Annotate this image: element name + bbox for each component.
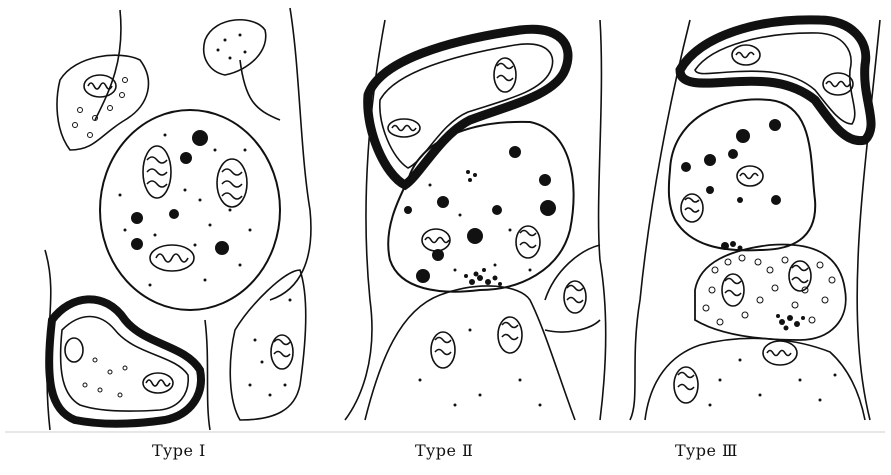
small-vesicles — [83, 358, 127, 397]
cristae — [425, 238, 449, 243]
cristae — [435, 338, 451, 355]
cristae — [567, 286, 583, 303]
panel-type-1 — [45, 8, 311, 430]
cristae — [725, 279, 741, 296]
dendrite-profile — [645, 338, 865, 420]
synaptic-density — [464, 268, 502, 286]
cristae — [502, 323, 518, 340]
vesicle-bouton — [695, 245, 846, 340]
mitochondrion — [674, 367, 698, 403]
small-vesicles — [249, 299, 292, 397]
synaptic-density — [776, 314, 805, 331]
bouton-profile — [204, 20, 266, 75]
mitochondrion — [763, 341, 797, 365]
cristae — [685, 198, 699, 212]
cristae — [767, 351, 791, 356]
mitochondrion — [498, 317, 522, 353]
myelin-sheath — [368, 29, 568, 185]
mitochondrion — [271, 335, 293, 369]
mitochondrion — [681, 194, 703, 222]
cristae — [497, 64, 513, 81]
mitochondrion — [516, 226, 540, 258]
central-profile — [669, 99, 815, 250]
dense-vesicles — [681, 119, 781, 205]
mitochondrion — [789, 261, 811, 291]
cristae — [146, 380, 170, 386]
mitochondrion — [722, 274, 744, 306]
cristae — [392, 126, 416, 131]
cristae — [88, 83, 112, 89]
bouton-profile — [545, 245, 600, 332]
panel-type-2 — [345, 20, 606, 420]
mitochondrion — [65, 338, 83, 362]
cristae — [274, 340, 290, 357]
caption-type-1: Type Ⅰ — [152, 441, 206, 460]
cristae — [792, 266, 808, 283]
small-vesicles — [419, 329, 542, 407]
central-profile — [100, 110, 280, 310]
cristae — [826, 82, 850, 87]
mitochondrion — [494, 58, 516, 92]
cristae — [736, 53, 754, 58]
panel-type-3 — [630, 20, 880, 420]
small-vesicles — [217, 34, 247, 60]
neuropil-outline — [45, 8, 311, 430]
cristae — [678, 373, 694, 390]
small-vesicles — [429, 170, 532, 272]
mitochondrion — [422, 229, 450, 251]
caption-type-3: Type Ⅲ — [675, 441, 738, 460]
mitochondrion — [431, 332, 455, 368]
mitochondria — [143, 146, 247, 271]
cristae — [740, 174, 758, 179]
axon-profile — [61, 317, 189, 412]
cristae — [520, 231, 536, 248]
dendrite-profile — [365, 286, 575, 420]
small-vesicles — [709, 359, 837, 407]
mitochondrion — [564, 281, 586, 313]
caption-type-2: Type Ⅱ — [415, 441, 473, 460]
